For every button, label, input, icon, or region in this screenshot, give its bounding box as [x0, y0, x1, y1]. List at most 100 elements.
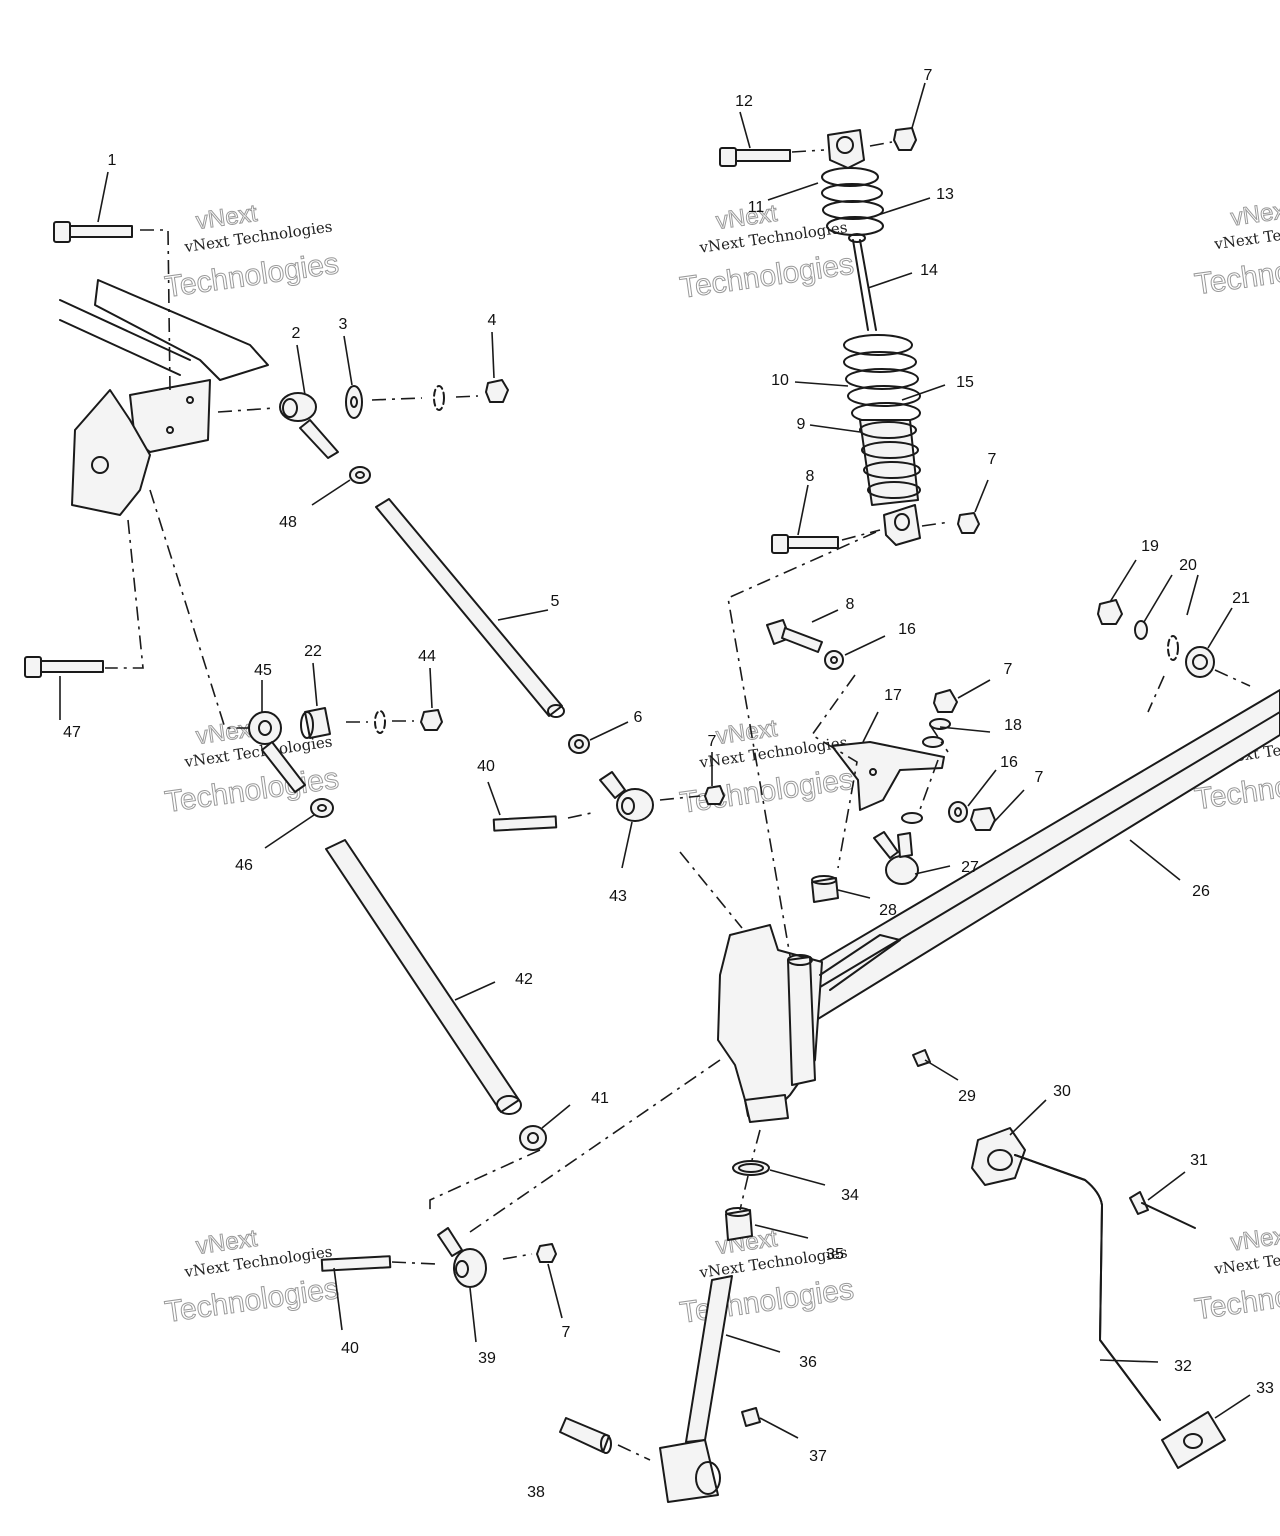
- sleeve-38: [559, 1417, 612, 1454]
- nut-7-a: [704, 785, 725, 805]
- callout-38: 38: [527, 1484, 545, 1501]
- svg-text:Technologies: Technologies: [163, 247, 341, 304]
- callout-48: 48: [279, 514, 297, 531]
- callout-5: 5: [551, 593, 560, 610]
- callout-29: 29: [958, 1088, 976, 1105]
- callout-30: 30: [1053, 1083, 1071, 1100]
- washer-20: [1134, 620, 1148, 640]
- callout-19: 19: [1141, 538, 1159, 555]
- assembly-lines: [105, 141, 1251, 1461]
- callout-2: 2: [292, 325, 301, 342]
- svg-text:Technologies: Technologies: [1193, 1269, 1280, 1326]
- callout-47: 47: [63, 724, 81, 741]
- tie-rod-end-27: [873, 831, 919, 885]
- callout-33: 33: [1256, 1380, 1274, 1397]
- washers-18: [901, 718, 951, 824]
- callout-17: 17: [884, 687, 902, 704]
- tube-42: [325, 839, 522, 1115]
- end-link-33: [1161, 1411, 1226, 1469]
- callout-16-b: 16: [1000, 754, 1018, 771]
- callout-32: 32: [1174, 1358, 1192, 1375]
- ball-joint-39: [437, 1227, 487, 1288]
- callout-1: 1: [108, 152, 117, 169]
- callout-37: 37: [809, 1448, 827, 1465]
- spindle-housing: [717, 924, 901, 1123]
- leader-lines: [59, 82, 1251, 1439]
- callout-42: 42: [515, 971, 533, 988]
- washer-3: [345, 385, 363, 419]
- bolt-47: [24, 656, 104, 678]
- seal-34: [732, 1160, 770, 1176]
- washer-16-b: [948, 801, 968, 823]
- ball-joint-43: [599, 771, 654, 822]
- watermark-top-right: vNext vNext Technologies Technologies: [1192, 196, 1280, 302]
- callout-45: 45: [254, 662, 272, 679]
- callout-9: 9: [797, 416, 806, 433]
- callout-18: 18: [1004, 717, 1022, 734]
- nut-7-d: [970, 807, 996, 831]
- grease-fitting-29: [912, 1049, 931, 1067]
- callout-20: 20: [1179, 557, 1197, 574]
- bushing-35: [725, 1207, 753, 1241]
- ball-joint-2: [279, 392, 339, 459]
- callout-41: 41: [591, 1090, 609, 1107]
- callout-36: 36: [799, 1354, 817, 1371]
- stabilizer-bar-32: [1014, 1154, 1161, 1421]
- callout-7-c: 7: [924, 67, 933, 84]
- callout-10: 10: [771, 372, 789, 389]
- nut-41: [519, 1125, 547, 1151]
- callout-22: 22: [304, 643, 322, 660]
- nut-19: [1097, 599, 1123, 625]
- clip-ring-3: [1167, 635, 1179, 661]
- svg-text:Technologies: Technologies: [678, 248, 856, 305]
- callout-4: 4: [488, 312, 497, 329]
- callout-8-a: 8: [806, 468, 815, 485]
- callout-31: 31: [1190, 1152, 1208, 1169]
- bushing-22: [300, 707, 331, 739]
- callout-27: 27: [961, 859, 979, 876]
- callout-14: 14: [920, 262, 938, 279]
- bolt-8-b: [766, 619, 823, 653]
- svg-text:Technologies: Technologies: [1193, 244, 1280, 301]
- shock-absorber: [719, 127, 980, 554]
- callout-7-b: 7: [562, 1324, 571, 1341]
- watermark-bottom-center: vNext vNext Technologies Technologies: [677, 1224, 856, 1330]
- svg-text:Technologies: Technologies: [163, 1272, 341, 1329]
- callout-13: 13: [936, 186, 954, 203]
- callout-7-f: 7: [1035, 769, 1044, 786]
- callout-7-d: 7: [988, 451, 997, 468]
- watermark-bottom-left: vNext vNext Technologies Technologies: [162, 1224, 341, 1329]
- callout-16-a: 16: [898, 621, 916, 638]
- frame-bracket: [59, 279, 269, 516]
- callout-43: 43: [609, 888, 627, 905]
- nut-4: [485, 379, 509, 403]
- callout-7-e: 7: [1004, 661, 1013, 678]
- callout-28: 28: [879, 902, 897, 919]
- callout-40-a: 40: [477, 758, 495, 775]
- svg-text:Technologies: Technologies: [678, 763, 856, 820]
- clip-ring-2: [374, 710, 386, 734]
- callout-34: 34: [841, 1187, 859, 1204]
- callout-40-b: 40: [341, 1340, 359, 1357]
- callout-6: 6: [634, 709, 643, 726]
- grease-fitting-37: [741, 1407, 761, 1427]
- nut-7-c: [933, 689, 958, 713]
- callout-39: 39: [478, 1350, 496, 1367]
- bracket-17: [831, 741, 945, 811]
- washer-16-a: [824, 650, 844, 670]
- callout-46: 46: [235, 857, 253, 874]
- pin-31: [1129, 1191, 1196, 1229]
- callout-12: 12: [735, 93, 753, 110]
- callout-44: 44: [418, 648, 436, 665]
- bushing-28: [811, 875, 839, 903]
- bolt-40-upper: [492, 815, 558, 832]
- bolt-1: [53, 221, 133, 243]
- callout-21: 21: [1232, 590, 1250, 607]
- callout-3: 3: [339, 316, 348, 333]
- control-arm-26: [787, 689, 1280, 1031]
- nut-48: [349, 466, 371, 484]
- bushing-21: [1185, 646, 1215, 678]
- callout-7-a: 7: [708, 733, 717, 750]
- callout-8-b: 8: [846, 596, 855, 613]
- nut-46: [310, 798, 334, 818]
